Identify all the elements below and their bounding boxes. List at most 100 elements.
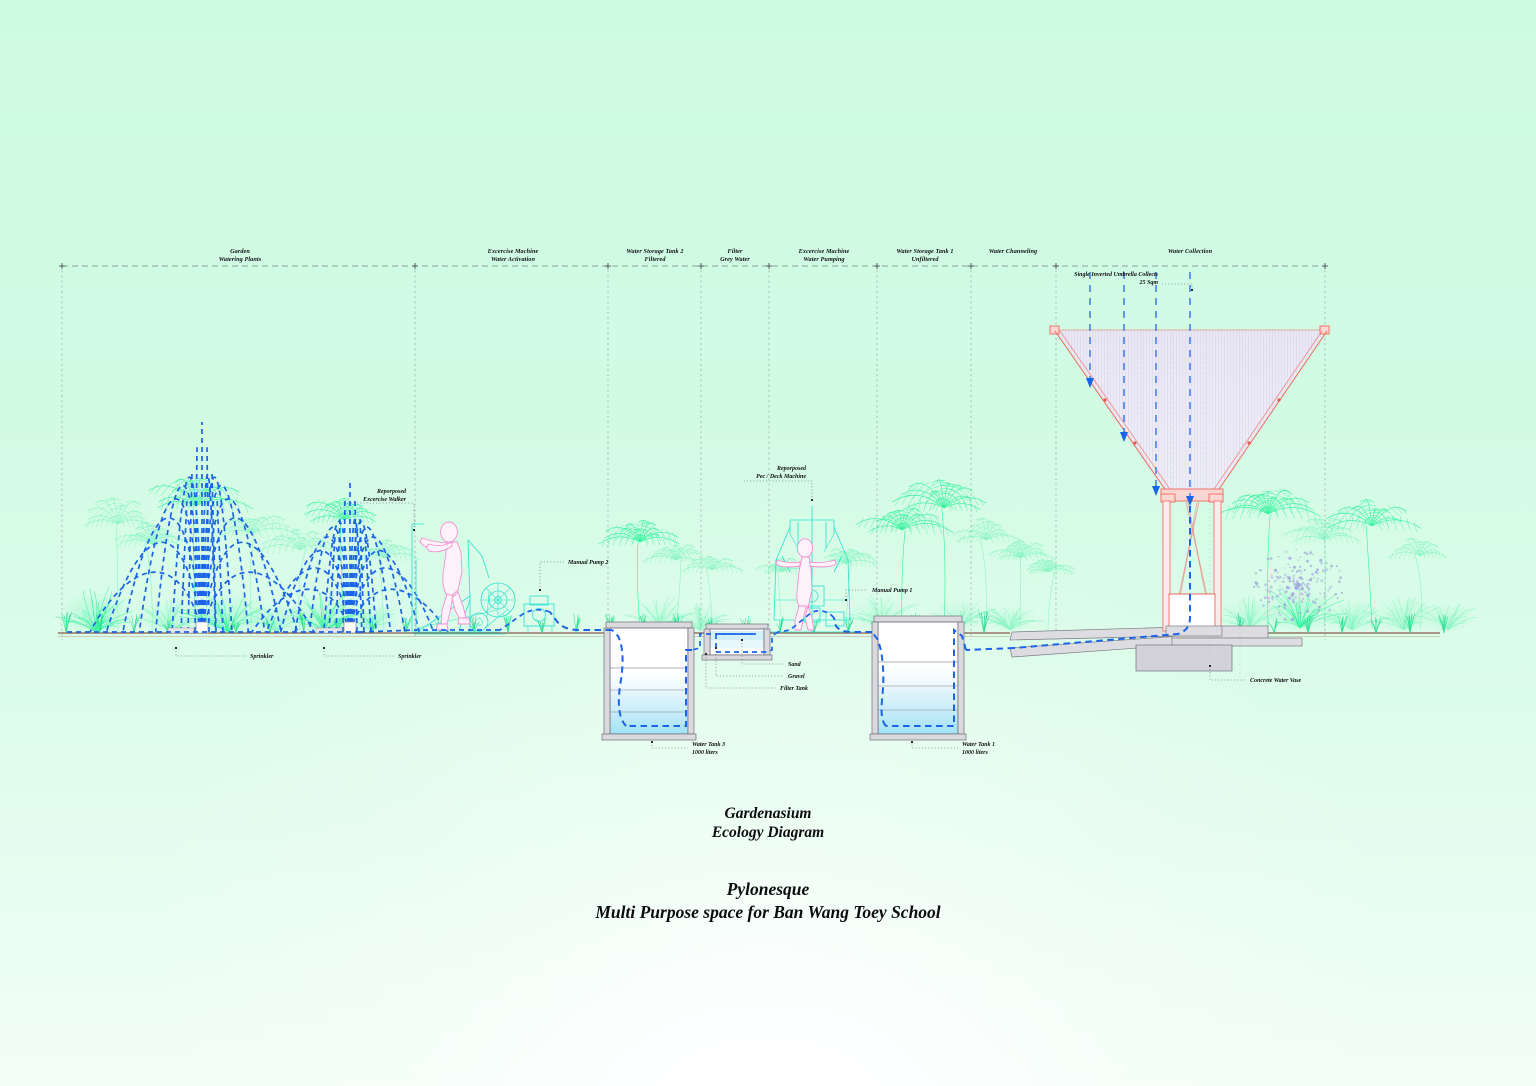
annotation-dot [323,647,325,649]
annotation-line1: Water Tank 3 [692,742,725,748]
palm-plant [1213,489,1321,627]
water-tank-1 [869,615,967,741]
annotation-line1: Water Tank 1 [962,742,995,748]
zone-label-line1: Garden [230,248,250,255]
annotation-dot [705,653,707,655]
palm-plant [1387,538,1448,631]
annotation-line1: Single Inverted Umbrella Collects [1074,272,1158,278]
zone-label-line1: Water Collection [1168,248,1213,255]
sprinkler-jet [364,535,372,633]
building-title-line2: Multi Purpose space for Ban Wang Toey Sc… [594,902,940,922]
annotation-leader [1209,669,1246,681]
sprinkler-water-arcs [89,422,449,633]
zone-label-line1: Water Storage Tank 2 [626,248,683,255]
grass-tuft [573,613,582,634]
project-title-line1: Gardenasium [725,805,812,822]
sprinkler-jet [354,499,358,633]
zone-label-line2: Unfiltered [911,256,939,263]
sprinkler-jet [194,447,198,633]
inverted-umbrella-collector [1049,325,1330,660]
sprinkler-arc [323,520,351,633]
human-figure-pec-deck [775,538,837,631]
sprinkler-arc [171,476,203,633]
water-tank-3 [601,621,697,741]
sprinkler-head-1 [167,621,209,634]
grass-tuft [503,614,512,634]
palm-plant [891,479,987,627]
annotation-dot [845,599,847,601]
sprinkler-arc [89,571,203,633]
palm-plant [642,543,704,631]
annotation-leader [911,745,958,749]
annotation-line2: 1000 liters [962,750,988,756]
annotation-leader [175,651,246,657]
annotation-dot [1191,289,1193,291]
sprinkler-jet [206,447,210,633]
zone-label-collection: Water Collection [1168,248,1213,255]
zone-label-line1: Water Storage Tank 1 [896,248,953,255]
annotation-line1: Manual Pump 1 [871,588,912,594]
rainfall-arrows [1086,272,1194,506]
palm-plant [1325,499,1422,629]
sprinkler-arc [349,526,392,633]
annotation-dot [811,499,813,501]
exercise-walker-machine [411,523,516,635]
annotation-sprinkler-2: Sprinkler [323,647,422,660]
sprinkler-jet [359,517,365,633]
bush-plant [1362,596,1440,632]
sprinkler-jet [216,497,224,633]
sprinkler-jet [180,497,188,633]
annotation-leader [845,589,868,597]
sprinkler-arc [349,588,449,633]
annotation-leader [744,480,813,497]
zone-label-channeling: Water Channeling [989,248,1037,255]
annotation-water-tank-1: Water Tank 1 1000 liters [911,741,995,756]
annotation-line1: Manual Pump 2 [567,560,608,566]
sprinkler-head-2 [315,621,357,634]
sprinkler-arc [201,473,217,633]
grass-tuft [1370,617,1382,634]
building-title-line1: Pylonesque [726,879,810,899]
annotation-dot [715,647,717,649]
annotation-line2: 25 Sqm [1138,280,1158,286]
annotation-gravel: Gravel [715,647,805,680]
annotation-line2: Pec / Deck Machine [756,474,806,480]
palm-plant [84,497,151,633]
zone-divider-tick [1322,263,1328,269]
annotation-sprinkler-1: Sprinkler [175,647,274,660]
annotation-line2: 1000 liters [692,750,718,756]
annotation-leader [323,651,394,657]
annotation-line2: Excercise Walker [362,497,407,503]
annotation-filter-tank: Filter Tank [705,653,808,692]
sprinkler-jet [328,535,336,633]
cone-rain-texture [1107,332,1273,492]
zone-label-line2: Water Pumping [803,256,844,263]
filter-tank [701,623,773,661]
palm-plant [855,507,954,627]
sprinkler-arc [201,571,315,633]
zone-label-line2: Filtered [644,256,666,263]
annotation-dot [741,639,743,641]
annotation-leader [741,643,784,665]
zone-divider-tick [874,263,880,269]
sprinkler-arc [349,549,421,633]
zone-label-line1: Water Channeling [989,248,1037,255]
grass-tuft [1302,615,1314,634]
manual-pump-2-unit [523,595,556,632]
annotation-dot [1209,665,1211,667]
sprinkler-arc [201,476,233,633]
grass-tuft [128,614,141,634]
zone-divider-tick [1053,263,1059,269]
sprinkler-arc [349,520,377,633]
grass-tuft [536,617,547,634]
annotation-leader [1162,283,1193,287]
palm-plant [257,528,336,633]
annotation-line1: Filter Tank [780,686,808,692]
